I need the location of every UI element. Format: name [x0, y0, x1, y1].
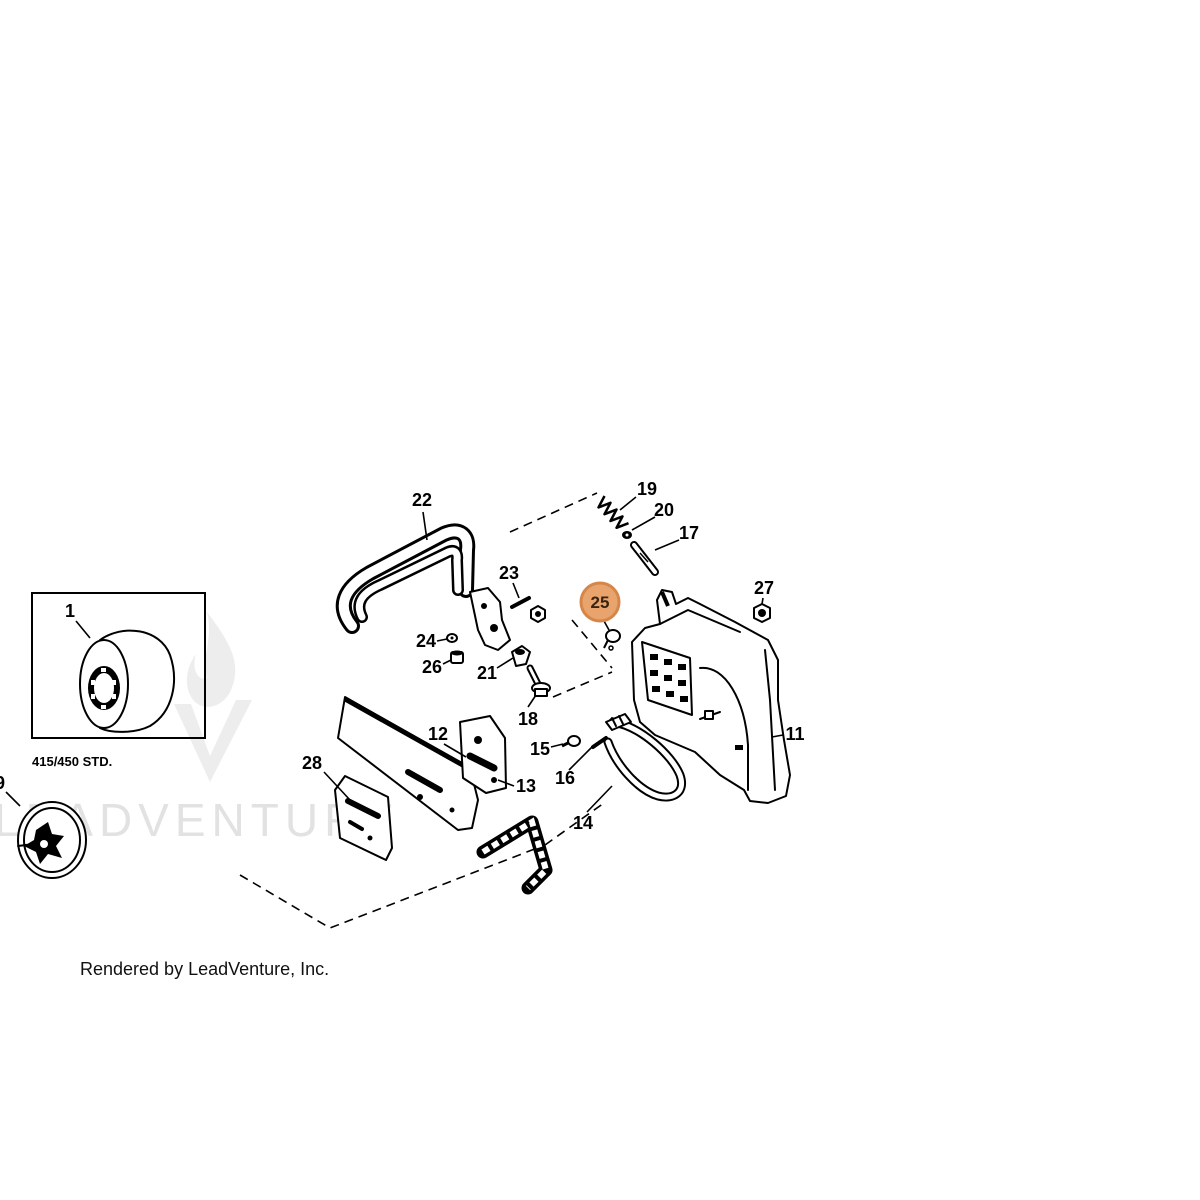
part-12-outer-plate — [459, 715, 507, 794]
callout-25-highlight[interactable]: 25 — [579, 581, 621, 623]
callout-24[interactable]: 24 — [416, 631, 436, 651]
callouts: 1 9 22 23 19 20 17 27 24 26 21 18 12 11 … — [0, 479, 805, 833]
inset-caption: 415/450 STD. — [32, 754, 112, 769]
part-11-side-cover — [631, 589, 791, 804]
assembly-dashed-lines — [239, 492, 613, 929]
handle-hardware — [446, 596, 551, 697]
callout-1[interactable]: 1 — [65, 601, 75, 621]
callout-18[interactable]: 18 — [518, 709, 538, 729]
parts-19-20-17 — [597, 495, 659, 576]
callout-22[interactable]: 22 — [412, 490, 432, 510]
part-1-clutch-drum — [79, 629, 175, 733]
leader-lines — [5, 496, 784, 813]
callout-19[interactable]: 19 — [637, 479, 657, 499]
callout-17[interactable]: 17 — [679, 523, 699, 543]
parts-15-16-hardware — [561, 735, 608, 749]
part-22-front-handle — [335, 523, 511, 651]
callout-21[interactable]: 21 — [477, 663, 497, 683]
part-saw-chain — [476, 815, 553, 895]
part-25-clip — [603, 629, 621, 651]
callout-28[interactable]: 28 — [302, 753, 322, 773]
callout-12[interactable]: 12 — [428, 724, 448, 744]
callout-16[interactable]: 16 — [555, 768, 575, 788]
callout-26[interactable]: 26 — [422, 657, 442, 677]
callout-27[interactable]: 27 — [754, 578, 774, 598]
part-14-brake-band — [603, 713, 686, 802]
callout-11[interactable]: 11 — [785, 724, 804, 744]
callout-15[interactable]: 15 — [530, 739, 550, 759]
selected-callout-marker[interactable] — [579, 581, 621, 623]
callout-23[interactable]: 23 — [499, 563, 519, 583]
callout-13[interactable]: 13 — [516, 776, 536, 796]
part-9-sprocket — [17, 801, 87, 879]
callout-14[interactable]: 14 — [573, 813, 593, 833]
part-28-inner-plate — [334, 775, 393, 861]
watermark-flame-logo — [174, 612, 252, 782]
callout-9[interactable]: 9 — [0, 773, 5, 793]
part-27-nut — [753, 603, 771, 623]
inset-part-1: 415/450 STD. — [31, 592, 206, 769]
callout-20[interactable]: 20 — [654, 500, 674, 520]
render-credit: Rendered by LeadVenture, Inc. — [80, 959, 329, 979]
callout-25[interactable]: 25 — [591, 593, 610, 612]
inset-frame — [31, 592, 206, 739]
